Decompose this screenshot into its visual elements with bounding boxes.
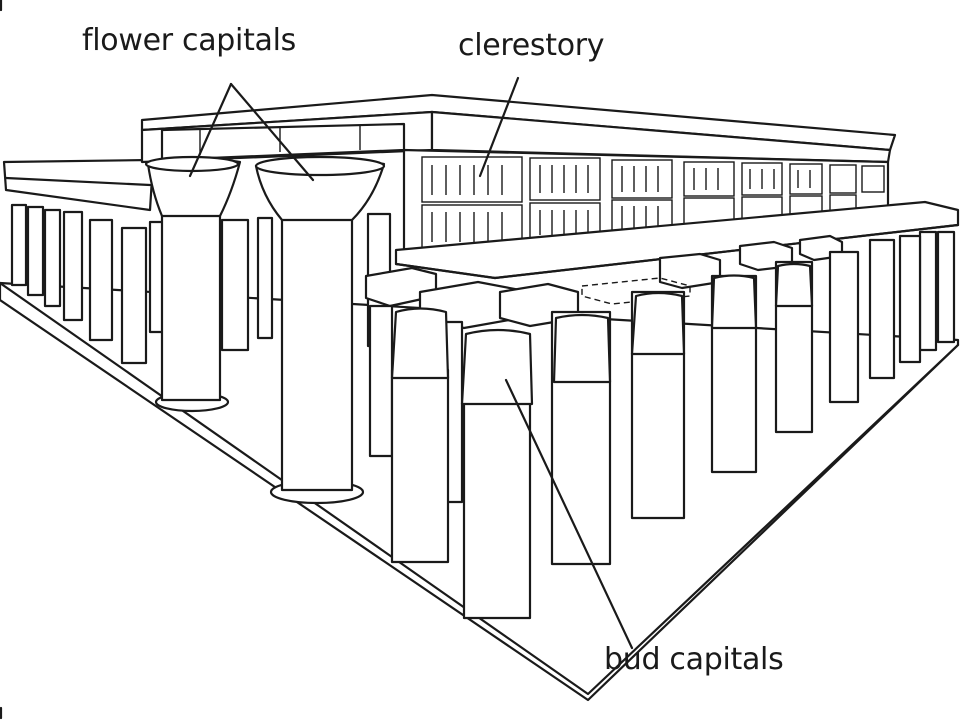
leader-lines	[188, 76, 634, 650]
bud-capitals-mid	[552, 262, 814, 384]
label-bud-capitals: bud capitals	[604, 642, 784, 677]
label-flower-capitals: flower capitals	[82, 23, 296, 58]
leader-clerestory	[478, 76, 520, 178]
label-clerestory: clerestory	[458, 28, 605, 63]
bud-column-front-left	[390, 307, 450, 564]
flower-column-right	[254, 155, 386, 505]
far-left-columns	[10, 203, 166, 365]
flower-column-left	[144, 155, 242, 413]
bud-column-front-center	[460, 328, 534, 620]
leader-flower-left	[188, 82, 233, 178]
floor-edge	[0, 281, 960, 696]
leader-bud	[504, 378, 634, 650]
leader-flower-right	[229, 82, 315, 182]
side-aisle-roof	[2, 158, 154, 212]
